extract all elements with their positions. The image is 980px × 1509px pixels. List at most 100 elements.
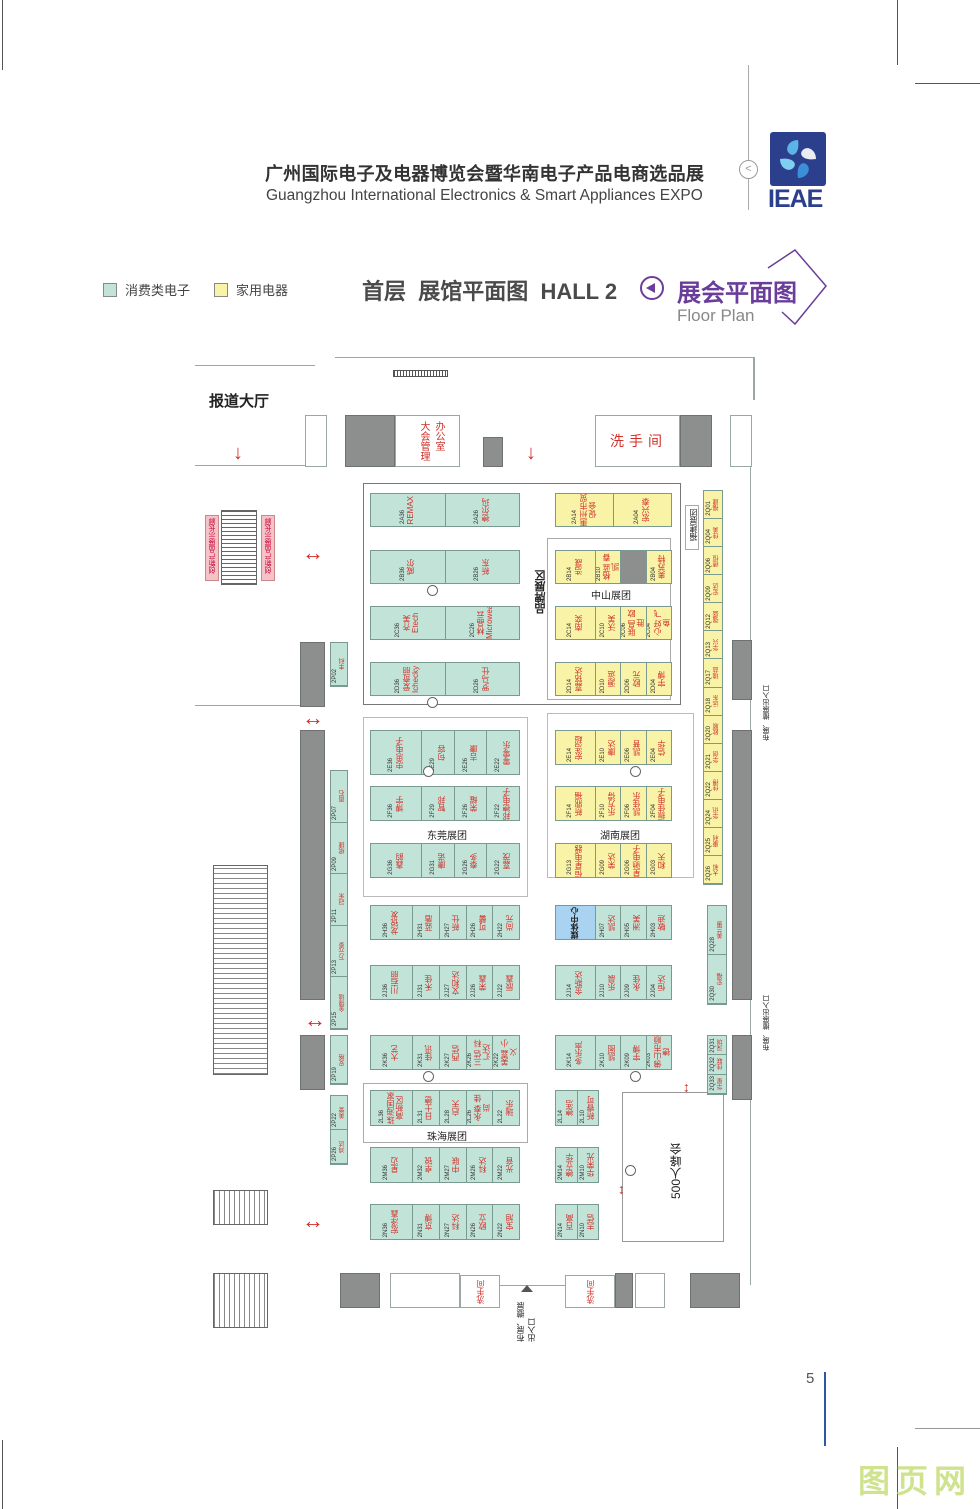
- back-arrow-icon[interactable]: [640, 276, 664, 300]
- share-icon[interactable]: <: [739, 160, 758, 179]
- booth[interactable]: [621, 551, 647, 583]
- media-center[interactable]: 媒体中心: [556, 906, 596, 939]
